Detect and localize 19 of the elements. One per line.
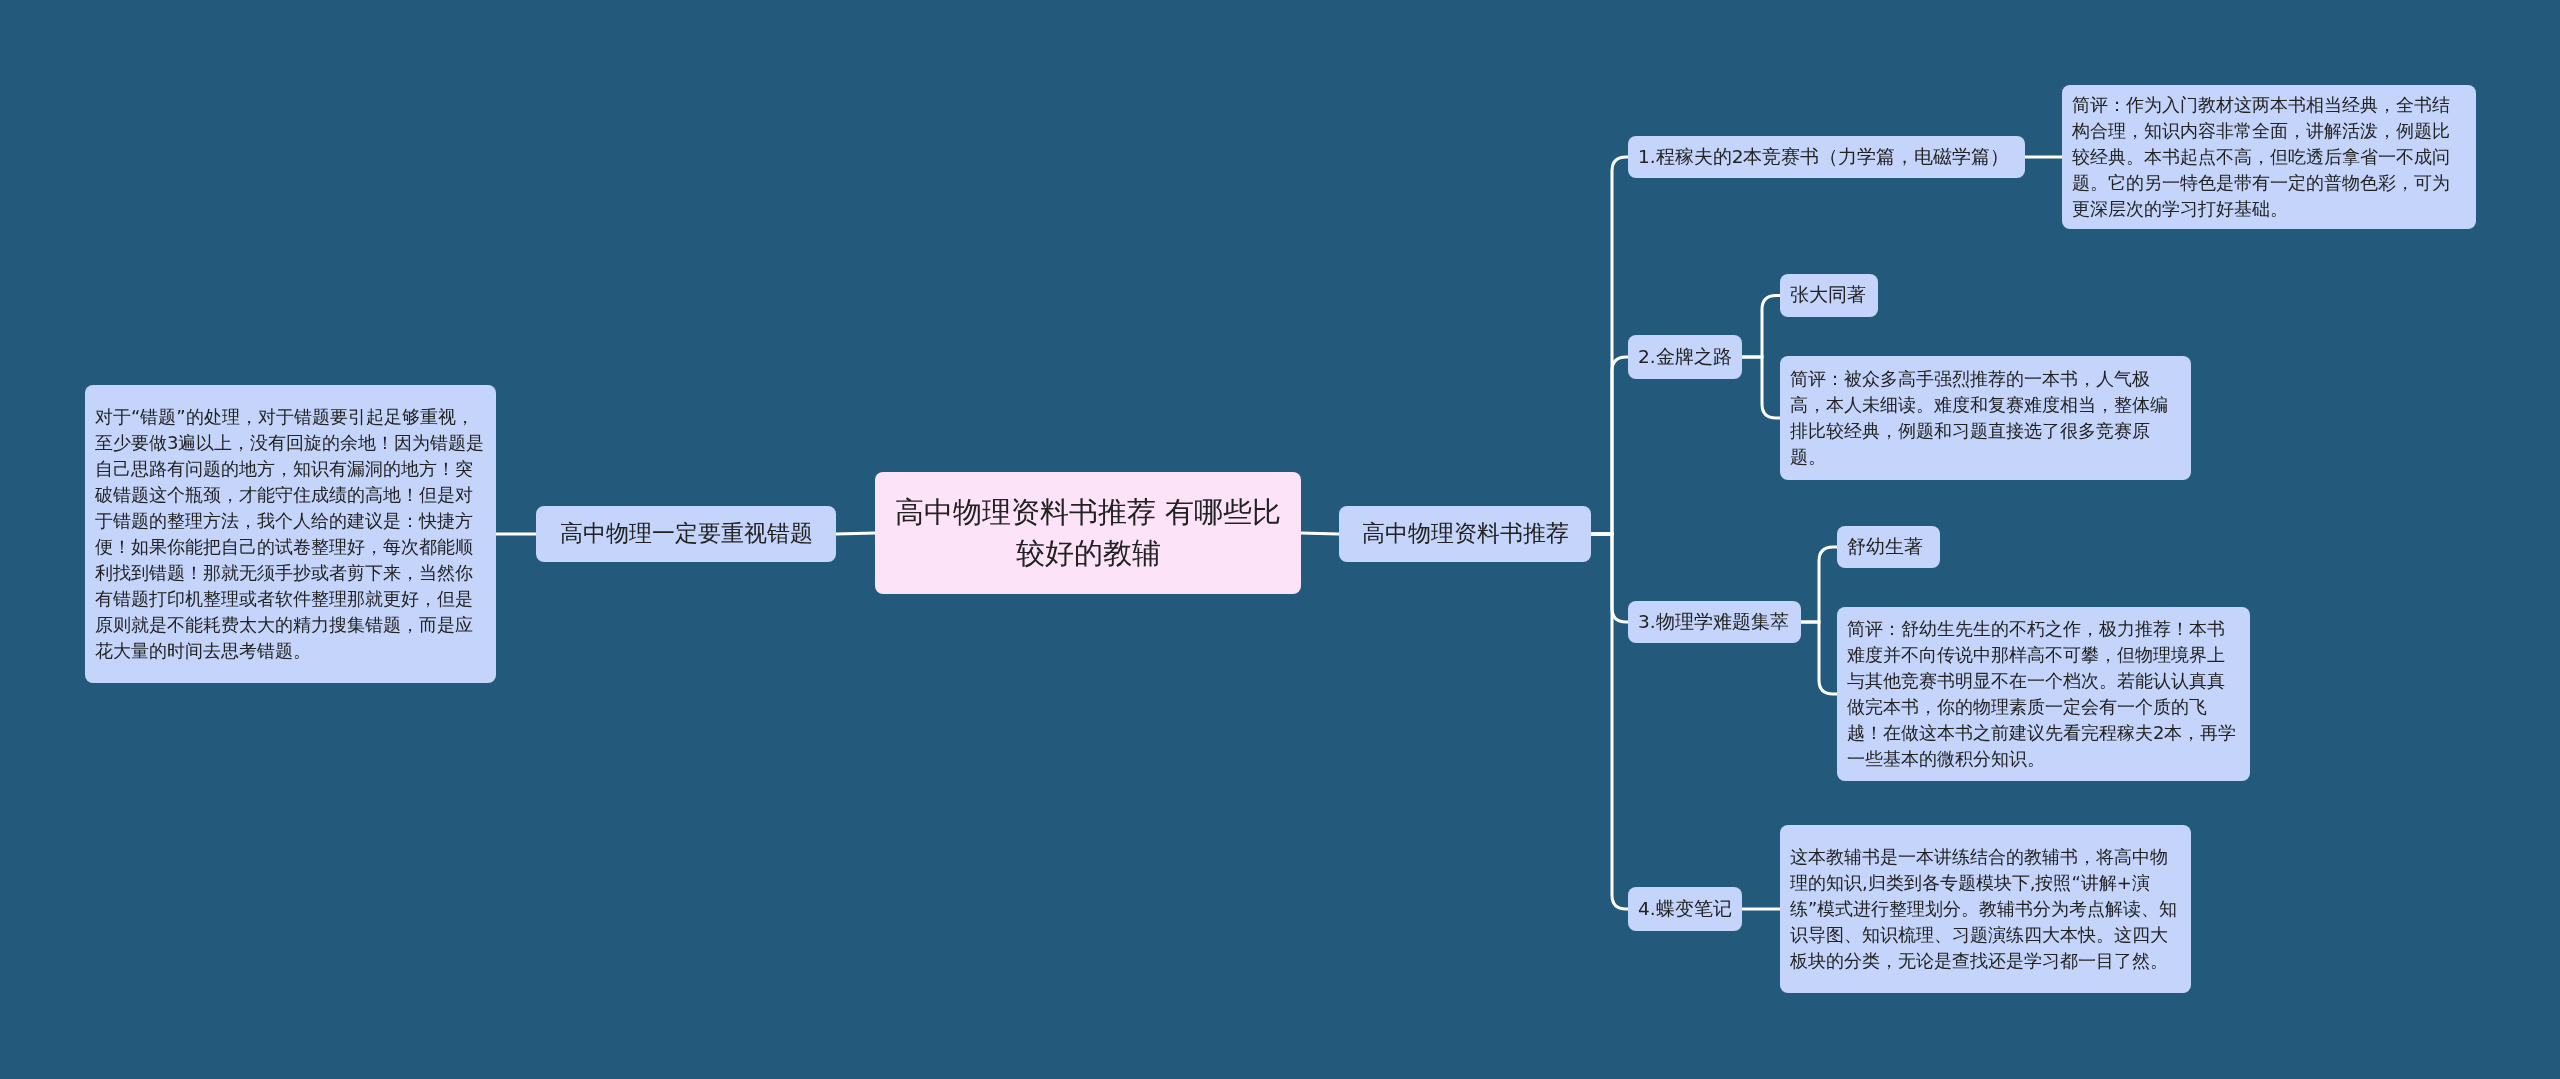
connector-line — [2025, 155, 2062, 159]
note-box: 对于“错题”的处理，对于错题要引起足够重视，至少要做3遍以上，没有回旋的余地！因为错题是自己思路有问题的地方，知识有漏洞的地方！突破错题这个瓶颈，才能守住成绩的高地！但是对于错题的整理方法，我个人给的建议是：快捷方便！如果你能把自己的试卷整理好，每次都能顺利找到错题！那就无须手抄或者剪下来，当然你有错题打印机整理或者软件整理那就更好，但是原则就是不能耗费太大的精力搜集错题，而是应花大量的时间去思考错题。 — [85, 385, 496, 683]
note-box: 简评：作为入门教材这两本书相当经典，全书结构合理，知识内容非常全面，讲解活泼，例题比较经典。本书起点不高，但吃透后拿省一不成问题。它的另一特色是带有一定的普物色彩，可为更深层次的学习打好基础。 — [2062, 85, 2476, 229]
subtopic-box: 3.物理学难题集萃 — [1628, 601, 1801, 643]
central-topic-box: 高中物理资料书推荐 有哪些比较好的教辅 — [875, 472, 1301, 594]
subtopic-box: 张大同著 — [1780, 274, 1878, 317]
note-box: 简评：被众多高手强烈推荐的一本书，人气极高，本人未细读。难度和复赛难度相当，整体编排比较经典，例题和习题直接选了很多竞赛原题。 — [1780, 356, 2191, 480]
subtopic-box: 1.程稼夫的2本竞赛书（力学篇，电磁学篇） — [1628, 136, 2025, 178]
branch-topic-box: 高中物理资料书推荐 — [1339, 506, 1591, 562]
subtopic-box: 4.蝶变笔记 — [1628, 887, 1742, 931]
subtopic-box: 2.金牌之路 — [1628, 335, 1742, 379]
connector-line — [1300, 531, 1340, 536]
note-box: 这本教辅书是一本讲练结合的教辅书，将高中物理的知识,归类到各专题模块下,按照“讲解+演练”模式进行整理划分。教辅书分为考点解读、知识导图、知识梳理、习题演练四大本快。这四大板块的分类，无论是查找还是学习都一目了然。 — [1780, 825, 2191, 993]
subtopic-box: 舒幼生著 — [1837, 526, 1940, 568]
connector-line — [1742, 907, 1780, 911]
connector-line — [496, 532, 536, 536]
note-box: 简评：舒幼生先生的不朽之作，极力推荐！本书难度并不向传说中那样高不可攀，但物理境界上与其他竞赛书明显不在一个档次。若能认认真真做完本书，你的物理素质一定会有一个质的飞越！在做这本书之前建议先看完程稼夫2本，再学一些基本的微积分知识。 — [1837, 607, 2250, 781]
branch-topic-box: 高中物理一定要重视错题 — [536, 506, 836, 562]
connector-line — [835, 531, 876, 536]
